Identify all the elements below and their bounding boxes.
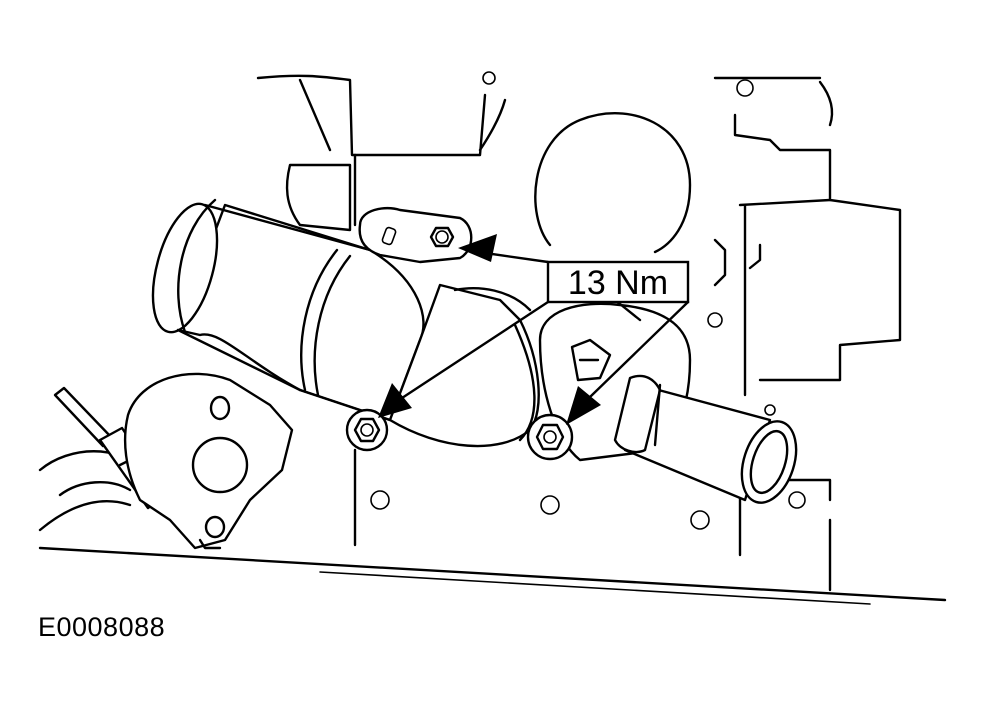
- hex-bolt-icon: [429, 226, 455, 248]
- bypass-pipe: [613, 374, 798, 504]
- arrow-icon: [566, 386, 601, 425]
- arrow-icon: [458, 234, 497, 262]
- arrow-icon: [378, 383, 412, 418]
- hex-bolt-icon: [526, 413, 574, 461]
- torque-callout: 13 Nm: [546, 260, 690, 304]
- upper-hose: [151, 198, 425, 422]
- hex-bolt-icon: [345, 408, 389, 452]
- floor-line-inner: [319, 571, 871, 605]
- engine-block-outline: [256, 71, 902, 592]
- torque-label: 13 Nm: [568, 264, 668, 302]
- outlet-housing: [123, 372, 294, 550]
- upper-bolt-boss: [358, 206, 473, 264]
- floor-line: [38, 546, 947, 602]
- figure-id: E0008088: [38, 612, 166, 642]
